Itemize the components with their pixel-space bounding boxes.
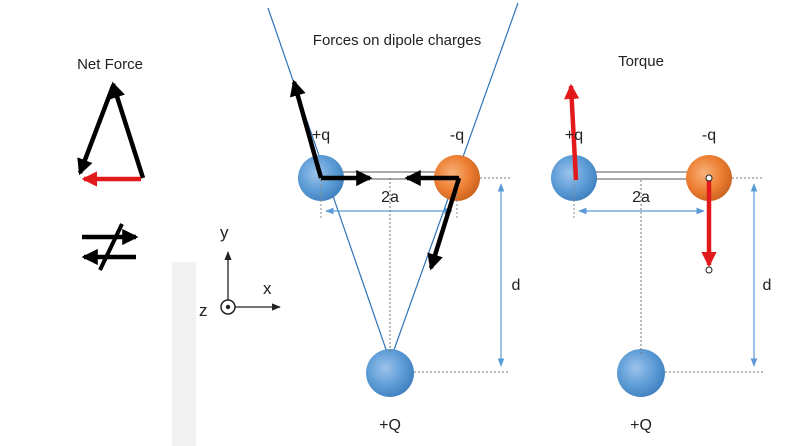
source-charge-Q (366, 349, 414, 397)
torque-panel: Torque 2a d +q -q +Q (551, 53, 771, 434)
label-minus-q: -q (450, 127, 464, 144)
force-arrow-q-repulsion (289, 79, 324, 179)
coordinate-axes: y x z (199, 223, 281, 320)
torque-arrow-endpoint (705, 266, 713, 274)
not-equal-slash (98, 223, 124, 271)
torque-pivot-point (705, 174, 713, 182)
force-arrow-minus-q-attraction (427, 177, 462, 271)
torque-source-charge-Q (617, 349, 665, 397)
label-plus-q: +q (312, 127, 330, 144)
torque-label-plus-q: +q (565, 127, 583, 144)
torque-label-minus-q: -q (702, 127, 716, 144)
z-axis-dot (225, 304, 231, 310)
x-axis-label: x (263, 279, 272, 298)
net-force-panel: Net Force (77, 56, 146, 271)
torque-distance-label: d (763, 277, 772, 294)
net-force-arrow-up (109, 81, 146, 179)
y-axis-label: y (220, 223, 229, 242)
dipole-forces-panel: Forces on dipole charges 2a d +q -q +Q (267, 2, 521, 434)
torque-title: Torque (618, 53, 664, 70)
distance-label: d (512, 277, 521, 294)
dipole-forces-title: Forces on dipole charges (313, 32, 481, 49)
separation-label: 2a (381, 189, 399, 206)
z-axis-label: z (199, 301, 208, 320)
label-plus-Q: +Q (379, 417, 401, 434)
background-panel (172, 262, 196, 446)
net-force-title: Net Force (77, 56, 143, 73)
torque-force-up-arrow (564, 83, 580, 181)
torque-label-plus-Q: +Q (630, 417, 652, 434)
net-force-arrow-down (77, 85, 116, 176)
